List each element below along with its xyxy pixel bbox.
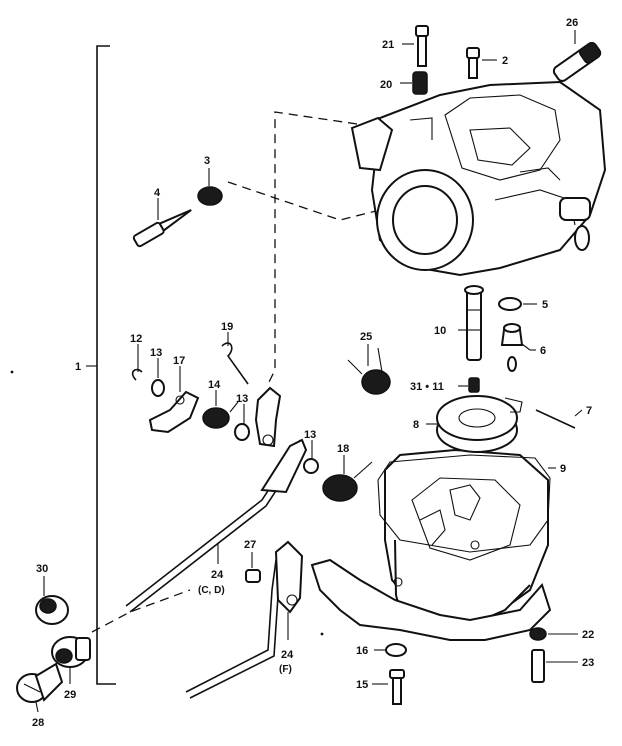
spring-25 <box>347 347 391 395</box>
label-25: 25 <box>360 331 372 343</box>
throttle-lever <box>254 386 282 448</box>
assembly-bracket <box>86 45 116 685</box>
label-27: 27 <box>244 539 256 551</box>
label-29: 29 <box>64 689 76 701</box>
label-26: 26 <box>566 17 578 29</box>
label-17: 17 <box>173 355 185 367</box>
spring-18-tail <box>353 461 373 479</box>
label-15: 15 <box>356 679 368 691</box>
washer-13c <box>303 458 319 474</box>
plug-6 <box>500 323 524 372</box>
label-7: 7 <box>586 405 592 417</box>
bolt-23 <box>531 649 545 683</box>
spring-19 <box>221 342 249 385</box>
label-28: 28 <box>32 717 44 729</box>
label-1: 1 <box>75 361 81 373</box>
leader-lines <box>35 30 583 713</box>
label-3: 3 <box>204 155 210 167</box>
washer-13a <box>151 379 165 397</box>
lever-17 <box>148 390 200 434</box>
stray-dot-left <box>10 370 14 374</box>
label-13a: 13 <box>150 347 162 359</box>
label-21: 21 <box>382 39 394 51</box>
spring-18 <box>322 474 358 502</box>
screw-21 <box>415 25 429 67</box>
label-22: 22 <box>582 629 594 641</box>
label-10: 10 <box>434 325 446 337</box>
stray-dot-bottom <box>320 632 324 636</box>
float-bowl <box>384 448 549 628</box>
label-31-11: 31 • 11 <box>410 381 444 393</box>
washer-13b <box>234 423 250 441</box>
spring-3 <box>197 186 223 206</box>
gasket-9 <box>377 454 551 553</box>
needle-4 <box>132 209 192 248</box>
label-30: 30 <box>36 563 48 575</box>
spring-20 <box>412 71 428 95</box>
washer-16 <box>385 643 407 657</box>
nut-27 <box>245 569 261 583</box>
label-9: 9 <box>560 463 566 475</box>
rod-24-f <box>185 540 304 699</box>
screw-2 <box>466 47 480 79</box>
float-8 <box>436 395 523 453</box>
label-12: 12 <box>130 333 142 345</box>
jet-31-11 <box>468 377 480 393</box>
label-8: 8 <box>413 419 419 431</box>
knob-28 <box>16 662 64 703</box>
cap-30 <box>35 595 69 625</box>
label-20: 20 <box>380 79 392 91</box>
label-16: 16 <box>356 645 368 657</box>
mounting-bracket <box>310 558 552 641</box>
label-13b: 13 <box>236 393 248 405</box>
label-4: 4 <box>154 187 161 199</box>
label-23: 23 <box>582 657 594 669</box>
callout-labels: 1 2 3 4 5 6 7 8 9 10 12 13 13 13 14 15 1… <box>32 17 594 729</box>
bolt-15 <box>389 669 405 705</box>
nut-22 <box>529 627 547 641</box>
label-24a-sub: (C, D) <box>198 585 225 596</box>
label-24b-sub: (F) <box>279 664 292 675</box>
pin-7 <box>535 409 576 429</box>
carburetor-body <box>350 80 607 277</box>
spring-14 <box>202 401 239 429</box>
label-19: 19 <box>221 321 233 333</box>
fitting-26 <box>552 41 602 82</box>
label-18: 18 <box>337 443 349 455</box>
reference-lines <box>91 111 381 633</box>
washer-5 <box>498 297 522 311</box>
knob-29 <box>51 636 91 668</box>
emulsion-tube-10 <box>464 285 484 361</box>
label-2: 2 <box>502 55 508 67</box>
label-24a: 24 <box>211 569 224 581</box>
label-5: 5 <box>542 299 548 311</box>
label-6: 6 <box>540 345 546 357</box>
label-13c: 13 <box>304 429 316 441</box>
rod-24-cd <box>125 438 308 613</box>
label-14: 14 <box>208 379 221 391</box>
clip-12 <box>131 368 143 381</box>
label-24b: 24 <box>281 649 294 661</box>
